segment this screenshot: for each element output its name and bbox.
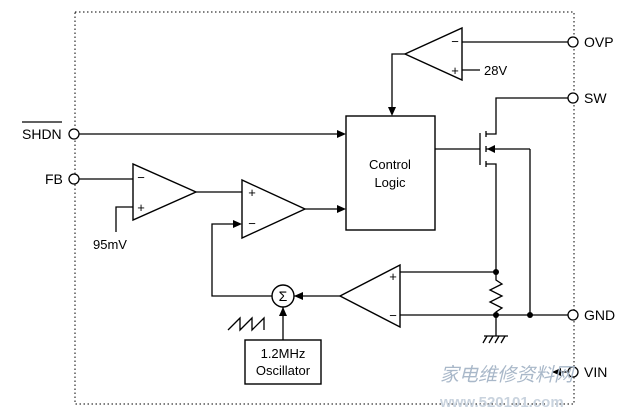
sense-amp-plus: + [389,269,397,284]
junction-body-gnd [527,312,533,318]
fb-ref-label: 95mV [93,237,127,252]
control-logic-block [345,115,436,231]
ovp-comp-plus: + [451,63,459,78]
ground-hatch-1 [482,335,488,344]
gnd-label: GND [584,307,615,323]
ovp-comp-minus: − [451,34,459,49]
summer-osc-arrow [279,307,287,316]
pwm-comp-plus: + [248,185,256,200]
chip-boundary [74,11,575,405]
junction-sense-plus [493,269,499,275]
source-wire [486,163,497,272]
oscillator-block [244,339,322,385]
shdn-pin [68,128,80,140]
summer-symbol: Σ [279,288,288,304]
vin-pin [567,366,579,378]
sw-label: SW [584,90,607,106]
fb-label: FB [45,171,63,187]
ground-hatch-3 [494,335,500,344]
body-arrow [487,145,495,153]
pwm-comp-minus: − [248,216,256,231]
ovp-out-arrow [388,107,396,116]
fb-ref-wire [115,206,133,232]
ground-hatch-2 [488,335,494,344]
watermark-text: 家电维修资料网 [440,364,576,386]
oscillator-label-1: 1.2MHz [261,346,306,361]
sense-amp-minus: − [389,308,397,323]
vin-arrow [552,368,561,376]
sw-pin [567,92,579,104]
ground-hatch-4 [500,335,506,344]
pwm-comparator [241,178,307,240]
vin-label: VIN [584,364,607,380]
pwm-minus-arrow [233,220,242,228]
ovp-pin [567,36,579,48]
ovp-ref-label: 28V [484,63,507,78]
control-logic-label-1: Control [369,157,411,172]
gnd-pin [567,309,579,321]
sense-resistor [488,272,504,336]
pwm-out-arrow [337,205,346,213]
sawtooth-waveform [227,316,265,332]
control-logic-label-2: Logic [374,175,406,190]
junction-resistor-gnd [493,312,499,318]
current-sense-amp [338,263,401,329]
ovp-out-wire [391,53,405,110]
fb-amp-plus: + [137,200,145,215]
shdn-label: SHDN [22,126,62,142]
summer-out-wire [211,223,272,297]
ovp-comparator [403,26,463,82]
oscillator-label-2: Oscillator [256,363,311,378]
ovp-label: OVP [584,34,614,50]
fb-amp-minus: − [137,170,145,185]
shdn-arrow [337,130,346,138]
fb-error-amp [132,162,198,222]
fb-pin [68,173,80,185]
watermark-url: www.520101.com [439,394,564,411]
summer-in-arrow [294,292,303,300]
drain-sw-wire [486,97,568,135]
